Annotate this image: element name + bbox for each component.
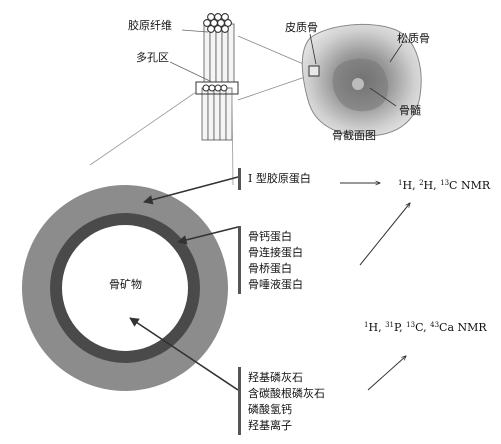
zoom-line-bottom (237, 75, 309, 101)
mineral-hydroxyapatite: 羟基磷灰石 (248, 371, 303, 384)
cancellous-bone-label: 松质骨 (397, 32, 430, 45)
porous-zone-leader (169, 61, 213, 83)
marrow-leader (369, 87, 397, 107)
zoom-line-top (237, 35, 309, 67)
cancellous-leader (389, 43, 403, 63)
core-circle (62, 225, 188, 351)
collagen-pointer (143, 176, 239, 205)
mineral-carbonated-apatite: 含碳酸根磷灰石 (248, 387, 325, 400)
mineral-calcium-hydrogen-phosphate: 磷酸氢钙 (248, 403, 292, 416)
collagen-fiber-label: 胶原纤维 (128, 19, 172, 32)
collagen-fiber-leader (181, 29, 209, 33)
collagen-bar (238, 168, 241, 190)
bone-marrow-label: 骨髓 (399, 104, 421, 117)
proteins-pointer (177, 226, 239, 245)
cortical-bone-label: 皮质骨 (285, 21, 318, 34)
nmr-label-mineral: 1H, 31P, 13C, 43Ca NMR (364, 321, 487, 334)
collagen-fiber-bundle (195, 13, 239, 141)
protein-bone-sialoprotein: 骨唾液蛋白 (248, 278, 303, 291)
protein-osteocalcin: 骨钙蛋白 (248, 230, 292, 243)
cortical-leader (309, 33, 317, 65)
zoom-line-right (231, 93, 234, 186)
bone-cross-section (301, 23, 422, 137)
nmr-arrow-3 (367, 356, 406, 391)
protein-osteonectin: 骨连接蛋白 (248, 246, 303, 259)
collagen-type-one: I 型胶原蛋白 (248, 172, 311, 185)
bone-rings (22, 185, 228, 391)
bone-section-label: 骨截面图 (332, 129, 376, 142)
proteins-bar (238, 226, 241, 294)
porous-zone-label: 多孔区 (136, 51, 169, 64)
nmr-arrow-2 (359, 203, 410, 266)
bone-mineral-label: 骨矿物 (109, 278, 142, 291)
mineral-hydroxyl-ion: 羟基离子 (248, 419, 292, 432)
zoom-line-left (89, 91, 197, 166)
protein-osteopontin: 骨桥蛋白 (248, 262, 292, 275)
minerals-pointer (129, 317, 239, 391)
nmr-label-collagen: 1H, 2H, 13C NMR (398, 179, 491, 192)
minerals-bar (238, 367, 241, 435)
